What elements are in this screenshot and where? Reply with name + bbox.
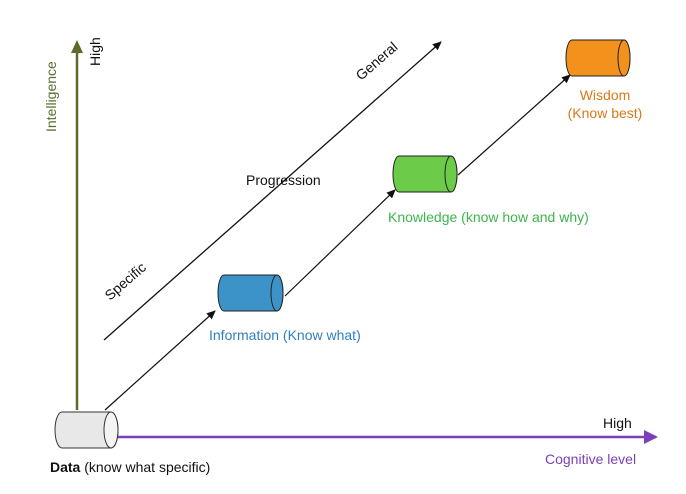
arrow-information-to-knowledge — [284, 189, 396, 297]
x-axis-label: Cognitive level — [545, 451, 636, 467]
progression-label: Progression — [246, 172, 321, 188]
progression-start-label: Specific — [101, 259, 149, 303]
data-label-bold: Data — [50, 459, 81, 475]
progression-end-label: General — [352, 39, 400, 84]
wisdom-label-line1: Wisdom — [580, 87, 631, 103]
y-axis-high: High — [87, 37, 103, 66]
information-cylinder — [217, 274, 284, 312]
wisdom-label-line2: (Know best) — [568, 105, 643, 121]
progression-arrow — [103, 41, 442, 341]
y-axis-label: Intelligence — [43, 61, 59, 132]
information-label: Information (Know what) — [209, 327, 361, 343]
wisdom-cylinder — [565, 39, 631, 77]
x-axis-high: High — [603, 415, 632, 431]
data-cylinder — [54, 411, 119, 449]
knowledge-cylinder — [392, 155, 458, 193]
data-label: Data (know what specific) — [50, 459, 210, 475]
arrow-knowledge-to-wisdom — [457, 74, 571, 176]
data-label-rest: (know what specific) — [80, 459, 210, 475]
arrow-data-to-information — [104, 310, 216, 411]
knowledge-label: Knowledge (know how and why) — [388, 209, 589, 225]
